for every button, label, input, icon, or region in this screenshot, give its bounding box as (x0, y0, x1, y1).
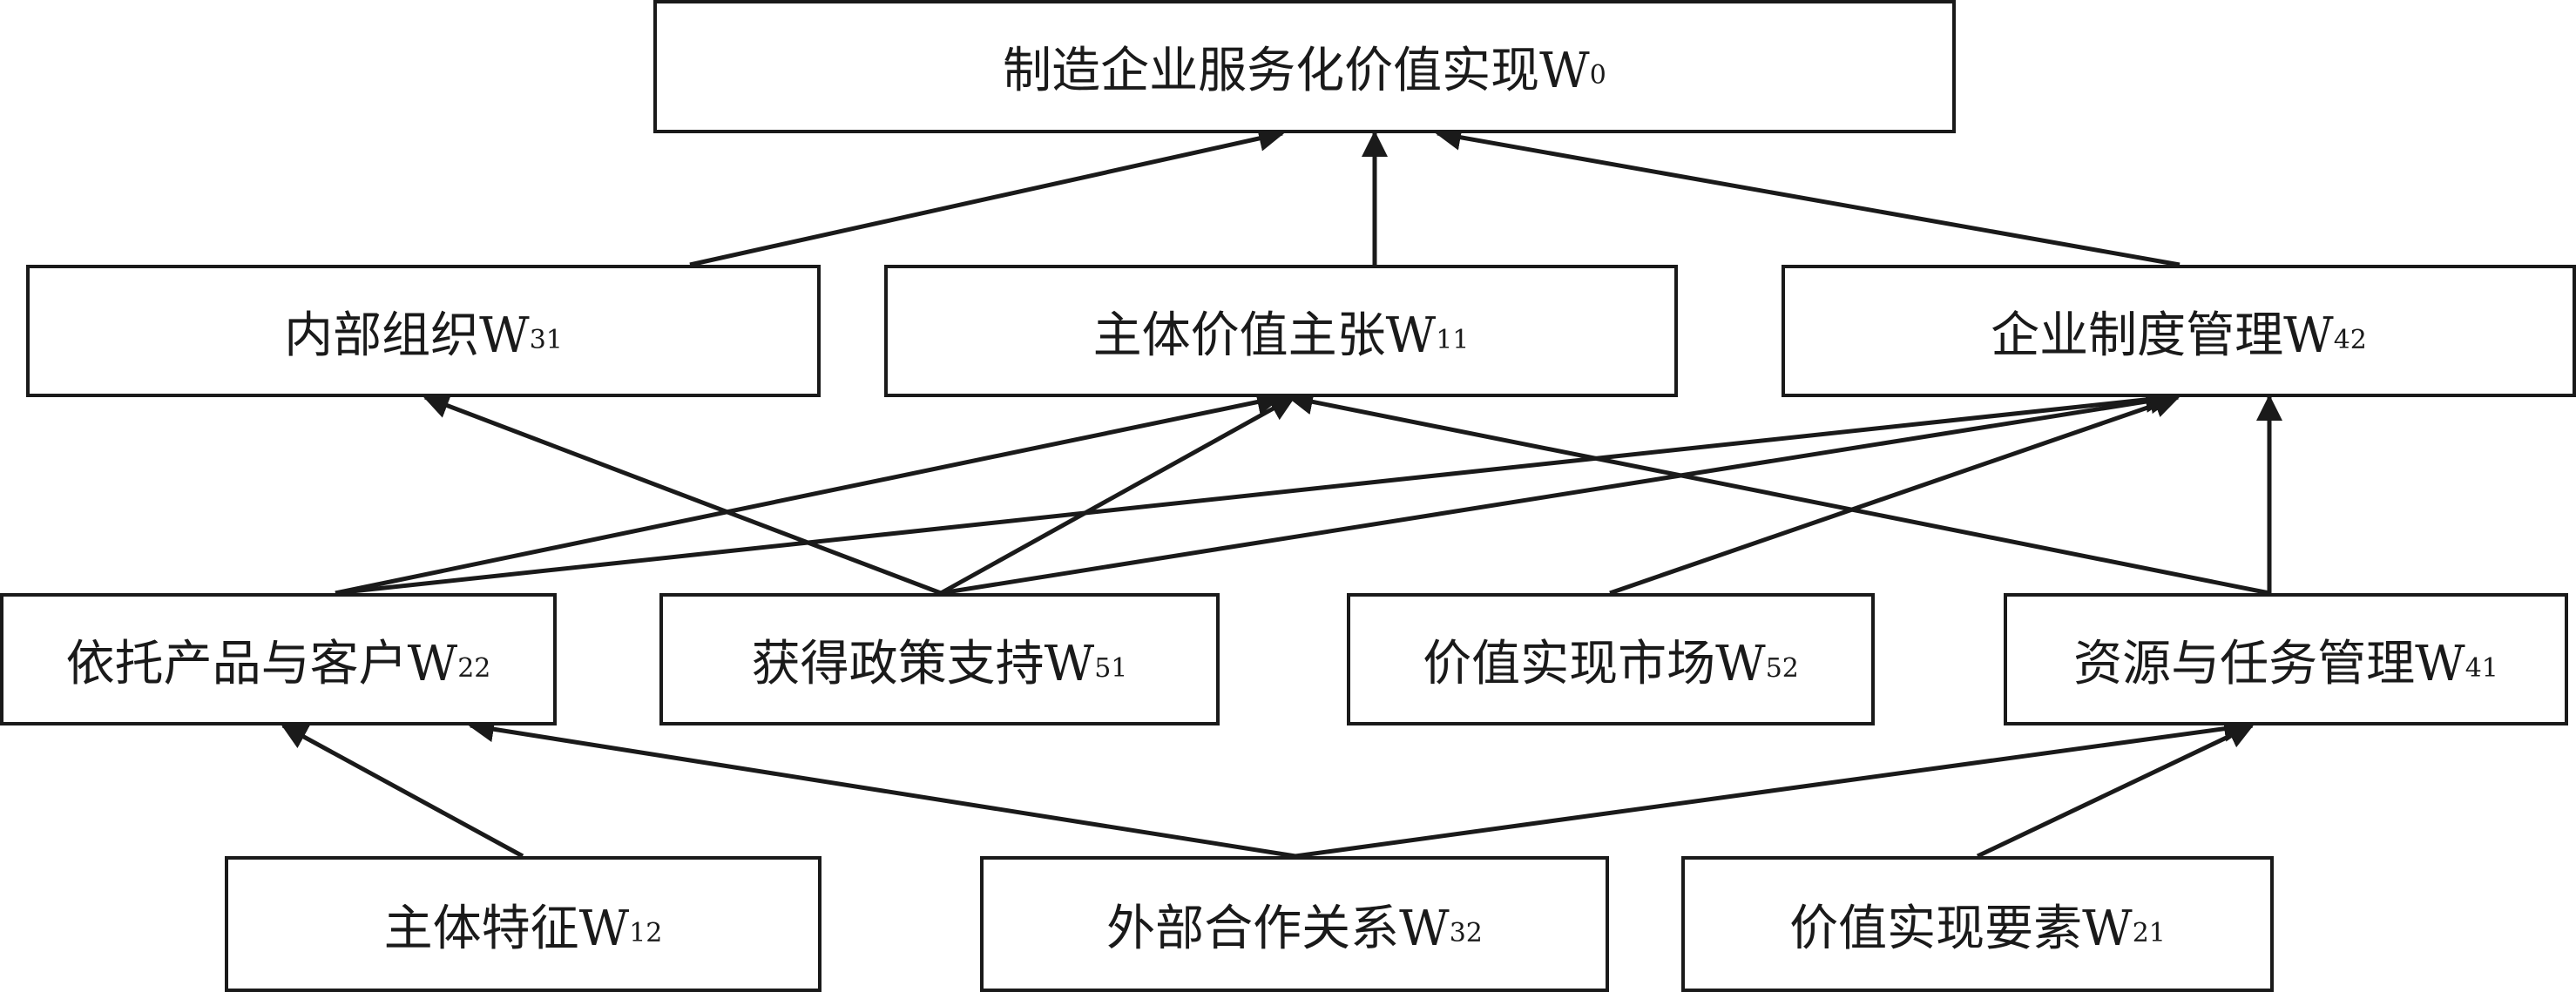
node-w41-label: 资源与任务管理W (2073, 635, 2465, 692)
node-w22-label: 依托产品与客户W (65, 635, 458, 692)
arrow-w42-to-w0 (1435, 124, 2180, 267)
arrow-w41-to-w11 (1287, 388, 2270, 596)
node-w12-label: 主体特征W (383, 900, 630, 957)
arrow-w22-to-w11 (335, 388, 1283, 596)
node-w12-subscript: 12 (629, 917, 663, 948)
arrow-w21-to-w41 (1976, 723, 2255, 859)
node-w42-label: 企业制度管理W (1991, 307, 2334, 364)
arrow-w32-to-w22 (468, 716, 1296, 859)
arrow-w52-to-w42 (1609, 392, 2180, 596)
node-w22-subscript: 22 (457, 652, 491, 684)
arrow-w12-to-w22 (281, 723, 524, 859)
node-w31-label: 内部组织W (284, 307, 530, 364)
node-w52-subscript: 52 (1765, 652, 1799, 684)
node-w11-label: 主体价值主张W (1092, 307, 1437, 364)
arrow-w31-to-w0 (689, 125, 1285, 267)
arrow-w32-to-w41 (1295, 715, 2250, 859)
node-w32-label: 外部合作关系W (1106, 900, 1450, 957)
arrow-w22-to-w42 (335, 386, 2172, 596)
node-w52-label: 价值实现市场W (1423, 635, 1766, 692)
node-w32-subscript: 32 (1449, 917, 1483, 948)
node-w21-label: 价值实现要素W (1789, 900, 2133, 957)
node-w21-subscript: 21 (2132, 917, 2166, 948)
node-w0-subscript: 0 (1589, 60, 1606, 91)
arrow-w51-to-w11 (939, 395, 1296, 596)
arrow-w51-to-w31 (423, 393, 942, 596)
node-w0-label: 制造企业服务化价值实现W (1003, 43, 1590, 99)
node-w31-subscript: 31 (529, 324, 563, 355)
node-w42-subscript: 42 (2333, 324, 2367, 355)
node-w41-subscript: 41 (2464, 652, 2498, 684)
node-w51-label: 获得政策支持W (751, 635, 1095, 692)
node-w51-subscript: 51 (1094, 652, 1128, 684)
node-w11-subscript: 11 (1436, 324, 1470, 355)
arrow-w51-to-w42 (940, 388, 2176, 596)
